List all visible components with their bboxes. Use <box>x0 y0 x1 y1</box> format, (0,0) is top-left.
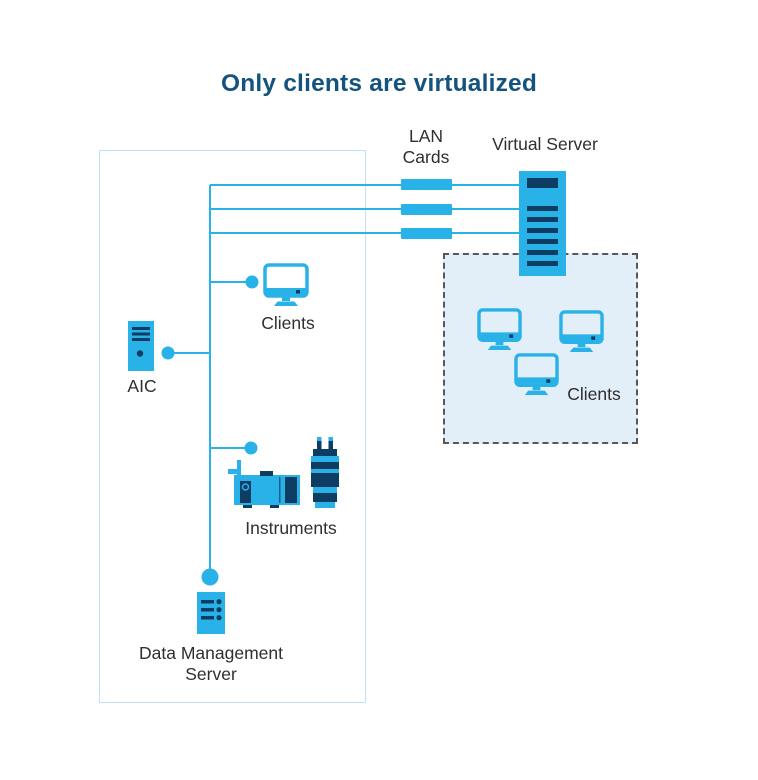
page-title: Only clients are virtualized <box>220 70 538 97</box>
desktop-monitor-icon <box>263 263 309 306</box>
server-list-icon <box>197 592 225 634</box>
virtual-clients-label: Clients <box>567 384 621 404</box>
tower-server-icon <box>519 171 566 276</box>
system-boundary-box <box>99 150 366 703</box>
lan-cards-label: LAN Cards <box>402 126 450 168</box>
chromatograph-instrument-icon <box>228 460 300 508</box>
aic-tower-icon <box>128 321 154 371</box>
clients-physical-label: Clients <box>261 313 315 333</box>
lan-card-chip <box>401 179 452 190</box>
instruments-label: Instruments <box>245 518 337 538</box>
virtualized-zone-box <box>443 253 638 444</box>
desktop-monitor-icon <box>477 308 522 351</box>
lan-card-chip <box>401 228 452 239</box>
aic-label: AIC <box>127 376 157 396</box>
virtual-server-label: Virtual Server <box>492 134 598 154</box>
desktop-monitor-icon <box>559 310 604 353</box>
data-management-server-label: Data Management Server <box>139 643 283 685</box>
desktop-monitor-icon <box>514 353 559 396</box>
detector-instrument-icon <box>311 437 339 508</box>
lan-card-chip <box>401 204 452 215</box>
